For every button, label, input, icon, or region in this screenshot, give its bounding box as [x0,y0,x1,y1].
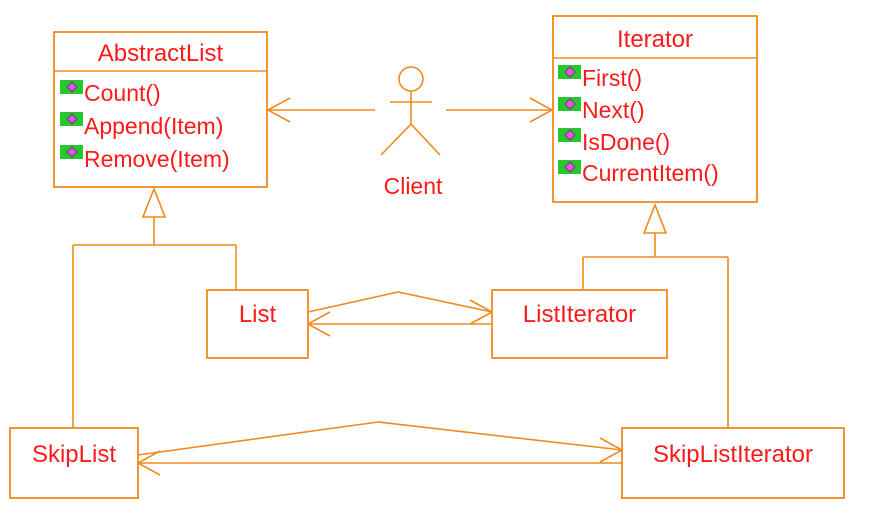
actor-client: Client [380,66,443,199]
edge-skiplist-to-skiplistiterator [137,421,623,456]
public-method-icon [558,65,581,79]
method-row-count: Count() [60,80,161,106]
method-label-remove: Remove(Item) [84,146,230,172]
arrowhead-client-to-abstractlist [266,97,291,123]
class-title-skiplistiterator: SkipListIterator [653,441,813,468]
class-box-abstractlist [53,31,268,188]
class-box-skiplistiterator [621,427,845,499]
class-title-iterator: Iterator [617,26,693,53]
method-row-next: Next() [558,97,645,123]
method-label-isdone: IsDone() [582,129,670,155]
actor-icon [380,66,441,156]
public-method-icon [558,97,581,111]
method-label-append: Append(Item) [84,113,223,139]
class-title-list: List [239,301,277,328]
class-title-abstractlist: AbstractList [98,40,224,67]
public-method-icon [60,112,83,126]
method-row-currentitem: CurrentItem() [558,160,719,186]
class-list: List [206,289,309,359]
class-box-listiterator [491,289,668,359]
class-box-iterator [552,15,758,203]
arrowhead-client-to-iterator [529,97,554,123]
class-listiterator: ListIterator [491,289,668,359]
class-iterator: Iterator First() Next() IsDone() [552,15,758,203]
class-box-skiplist [9,427,139,499]
class-title-skiplist: SkipList [32,441,116,468]
method-row-remove: Remove(Item) [60,145,230,172]
public-method-icon [558,128,581,142]
class-abstractlist: AbstractList Count() Append(Item) Remove… [53,31,268,188]
inheritance-triangle-abstractlist [141,186,167,218]
method-label-count: Count() [84,80,161,106]
method-row-isdone: IsDone() [558,128,670,155]
method-label-first: First() [582,65,642,91]
public-method-icon [60,145,83,159]
public-method-icon [60,80,83,94]
method-row-append: Append(Item) [60,112,223,139]
inheritance-triangle-iterator [642,202,668,234]
class-skiplist: SkipList [9,427,139,499]
public-method-icon [558,160,581,174]
method-row-first: First() [558,65,642,91]
actor-label-client: Client [384,173,443,199]
class-title-listiterator: ListIterator [523,301,636,328]
edge-list-to-listiterator [307,291,493,313]
class-skiplistiterator: SkipListIterator [621,427,845,499]
class-box-list [206,289,309,359]
method-label-currentitem: CurrentItem() [582,160,719,186]
method-label-next: Next() [582,97,645,123]
